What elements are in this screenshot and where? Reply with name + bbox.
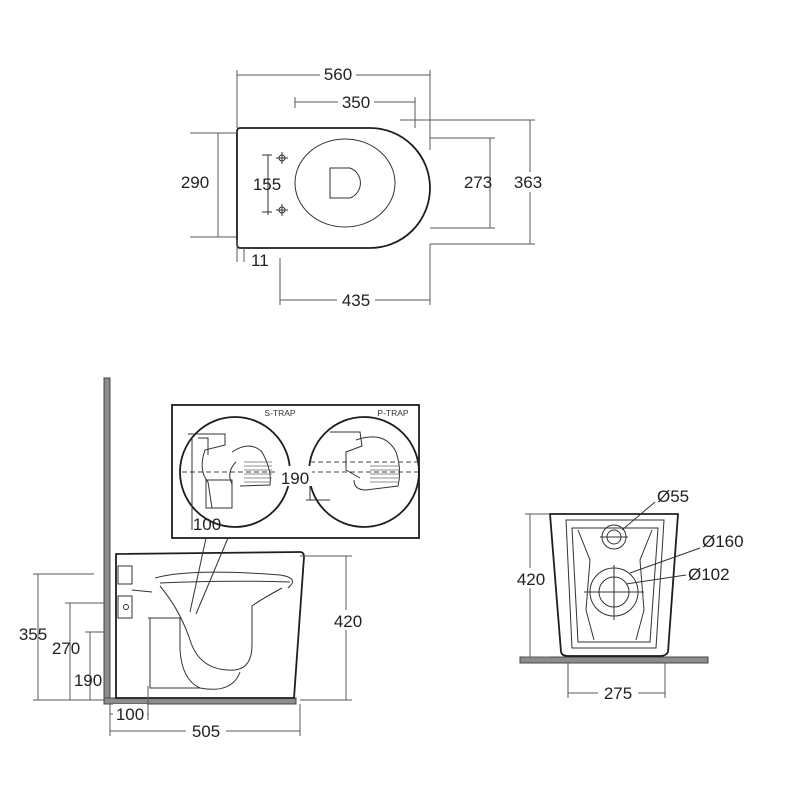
dim-273: [430, 137, 495, 229]
label-155: 155: [253, 175, 281, 194]
label-273: 273: [464, 173, 492, 192]
label-270: 270: [52, 639, 80, 658]
label-100: 100: [116, 705, 144, 724]
dim-190: [85, 631, 104, 700]
leader-55: [621, 501, 656, 531]
label-290: 290: [181, 173, 209, 192]
fixing-marks: [262, 152, 288, 216]
label-505: 505: [192, 722, 220, 741]
label-355: 355: [19, 625, 47, 644]
label-p-trap: P-TRAP: [377, 408, 409, 418]
rear-inlet: [600, 524, 628, 550]
label-363: 363: [514, 173, 542, 192]
dim-290: [190, 132, 237, 238]
rear-view-body: [549, 513, 679, 657]
rear-outlet: [584, 565, 644, 620]
label-side-420: 420: [334, 612, 362, 631]
label-11: 11: [251, 251, 269, 270]
label-s-trap: S-TRAP: [264, 408, 296, 418]
top-view-bowl-rim: [294, 138, 396, 228]
label-190: 190: [74, 671, 102, 690]
label-p-trap-190: 190: [281, 469, 309, 488]
side-view-pan-body: [115, 551, 305, 699]
dim-11: [236, 240, 245, 262]
top-view: 560 350 290 155 273: [181, 64, 548, 310]
top-view-pan-outline: [236, 127, 431, 249]
label-d160: Ø160: [702, 532, 744, 551]
side-view-trapway: [159, 585, 283, 671]
rear-view-cavity: [565, 519, 665, 649]
label-d55: Ø55: [657, 487, 689, 506]
label-rear-420: 420: [517, 570, 545, 589]
p-trap-detail: [306, 416, 420, 528]
side-view: S-TRAP P-TRAP 100: [19, 377, 420, 741]
label-435: 435: [342, 291, 370, 310]
leader-160: [629, 547, 701, 574]
side-view-rim: [154, 571, 293, 589]
label-275: 275: [604, 684, 632, 703]
dim-270: [65, 602, 104, 700]
inlet-fitting: [117, 565, 153, 619]
label-560-text: 560: [324, 65, 352, 84]
rear-view: Ø55 Ø160 Ø102 420 275: [512, 487, 744, 703]
top-view-outlet: [329, 167, 361, 199]
label-350: 350: [342, 93, 370, 112]
dim-355: [33, 573, 104, 701]
label-d102: Ø102: [688, 565, 730, 584]
leader-102: [625, 574, 687, 585]
s-trap-detail: [179, 416, 291, 530]
rear-floor: [519, 656, 709, 664]
wall: [103, 377, 111, 705]
label-s-trap-100: 100: [193, 515, 221, 534]
